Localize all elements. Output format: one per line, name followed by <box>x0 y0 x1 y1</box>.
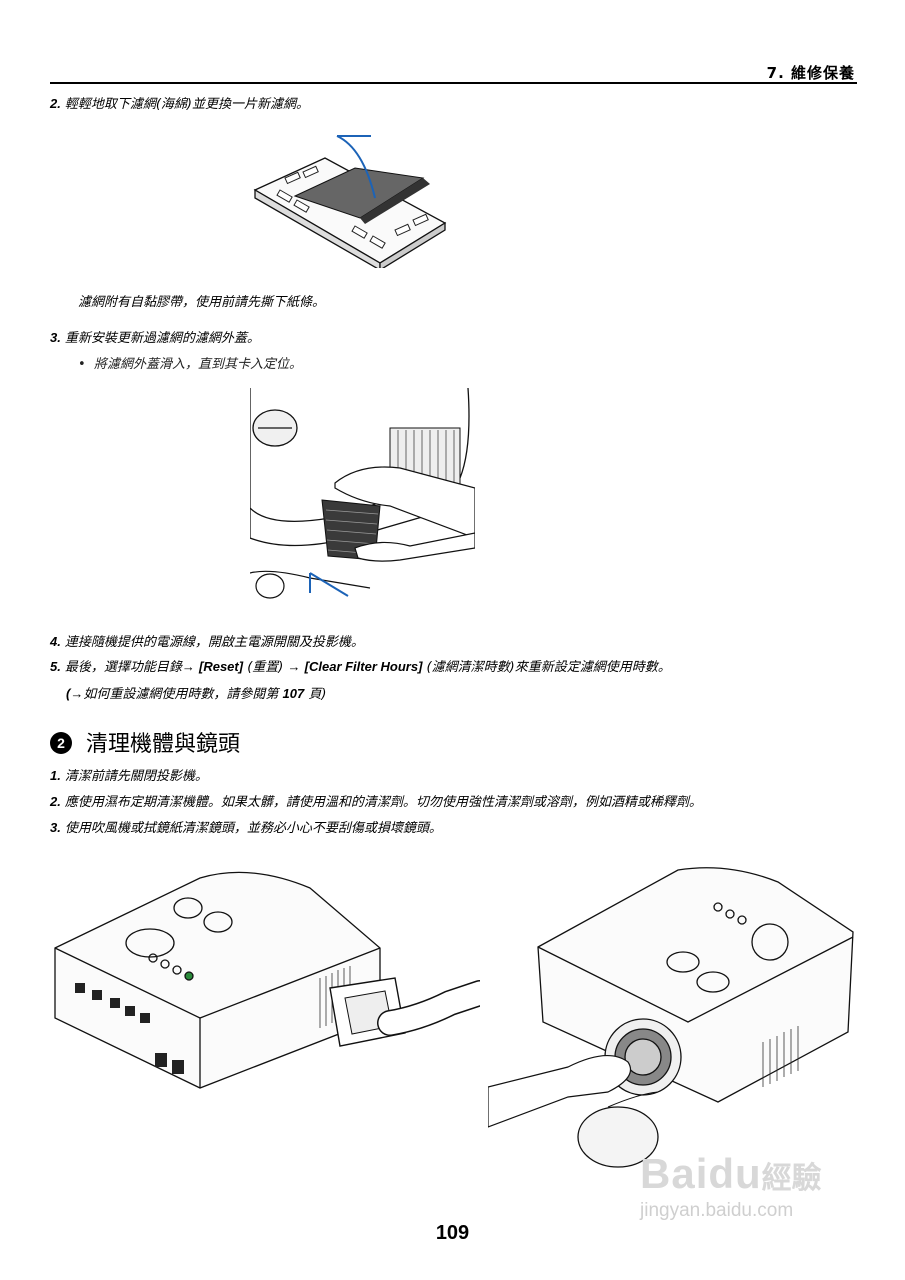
section-number-icon: 2 <box>50 732 72 754</box>
header-rule <box>50 82 857 84</box>
step-5-reset-hours: 5.最後，選擇功能目錄→ [Reset] (重置) → [Clear Filte… <box>50 656 671 675</box>
section-title: 清理機體與鏡頭 <box>86 732 241 757</box>
paren-open: ( <box>66 686 71 701</box>
filter-replacement-illustration <box>253 135 447 268</box>
section-heading-cleaning: 2 清理機體與鏡頭 <box>50 726 240 758</box>
clean-step-3: 3.使用吹風機或拭鏡紙清潔鏡頭，並務必小心不要刮傷或損壞鏡頭。 <box>50 817 442 836</box>
watermark-logo: Baidu <box>640 1150 762 1197</box>
step-5-reference: (→如何重設濾網使用時數，請參閱第 107 頁) <box>66 683 326 702</box>
step-3-reinstall-cover: 3.重新安裝更新過濾網的濾網外蓋。 <box>50 327 260 346</box>
arrow-icon: → <box>287 659 301 674</box>
projector-lens-cleaning-illustration <box>488 867 854 1168</box>
step-text: 清潔前請先關閉投影機。 <box>64 769 208 784</box>
clean-step-2: 2.應使用濕布定期清潔機體。如果太髒，請使用溫和的清潔劑。切勿使用強性清潔劑或溶… <box>50 791 702 810</box>
filter-cover-illustration <box>250 388 475 599</box>
watermark-url: jingyan.baidu.com <box>640 1200 794 1221</box>
step-number: 3. <box>50 820 61 835</box>
step-number: 5. <box>50 659 61 674</box>
baidu-watermark: Baidu經驗 jingyan.baidu.com <box>640 1150 860 1250</box>
step-number: 3. <box>50 330 61 345</box>
step-number: 2. <box>50 794 61 809</box>
menu-clear-filter-hours-cn: (濾網清潔時數) <box>426 660 515 675</box>
step-2-replace-filter: 2.輕輕地取下濾網(海綿)並更換一片新濾網。 <box>50 93 309 112</box>
step-text-post: 來重新設定濾網使用時數。 <box>514 660 671 675</box>
menu-reset-cn: (重置) <box>247 660 284 675</box>
bullet-slide-cover: • 將濾網外蓋滑入，直到其卡入定位。 <box>78 353 302 372</box>
arrow-icon: → <box>70 686 84 701</box>
page-number: 109 <box>435 1222 470 1244</box>
filter-adhesive-note: 濾網附有自黏膠帶，使用前請先撕下紙條。 <box>78 295 326 310</box>
step-text: 重新安裝更新過濾網的濾網外蓋。 <box>64 331 260 346</box>
step-number: 4. <box>50 634 61 649</box>
step-text: 使用吹風機或拭鏡紙清潔鏡頭，並務必小心不要刮傷或損壞鏡頭。 <box>64 821 442 836</box>
step-text: 輕輕地取下濾網(海綿)並更換一片新濾網。 <box>64 97 309 112</box>
arrow-icon: → <box>181 659 195 674</box>
clean-step-1: 1.清潔前請先關閉投影機。 <box>50 765 208 784</box>
step-text: 連接隨機提供的電源線，開啟主電源開關及投影機。 <box>64 635 364 650</box>
chapter-header: 7. 維修保養 <box>766 64 855 82</box>
step-4-power-on: 4.連接隨機提供的電源線，開啟主電源開關及投影機。 <box>50 631 364 650</box>
reference-close: 頁) <box>308 687 327 702</box>
step-number: 1. <box>50 768 61 783</box>
bullet-text: 將濾網外蓋滑入，直到其卡入定位。 <box>93 357 302 372</box>
menu-clear-filter-hours: [Clear Filter Hours] <box>304 659 423 674</box>
step-number: 2. <box>50 96 61 111</box>
step-text: 應使用濕布定期清潔機體。如果太髒，請使用溫和的清潔劑。切勿使用強性清潔劑或溶劑，… <box>64 795 702 810</box>
reference-page: 107 <box>282 686 305 701</box>
projector-vacuum-illustration <box>54 871 480 1089</box>
step-text: 最後，選擇功能目錄 <box>64 660 182 675</box>
menu-reset: [Reset] <box>199 659 244 674</box>
reference-text: 如何重設濾網使用時數，請參閱第 <box>83 687 279 702</box>
bullet-dot: • <box>78 357 94 372</box>
watermark-cn: 經驗 <box>761 1161 822 1196</box>
